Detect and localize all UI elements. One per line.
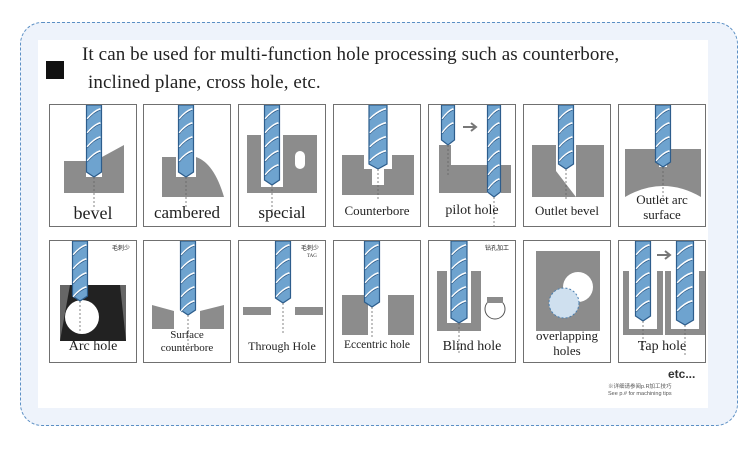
overlap-illustration-icon: [536, 251, 600, 331]
card-caption: Tap hole: [637, 339, 687, 354]
application-card-archole: 毛刺少 Arc hole: [49, 240, 137, 363]
card-tag: 钻孔加工: [484, 246, 509, 252]
card-caption: Arc hole: [68, 339, 118, 354]
application-card-outletbevel: Outlet bevel: [523, 104, 611, 227]
application-card-outletarc: Outlet arc surface: [618, 104, 706, 227]
pilot-illustration-icon: [439, 105, 511, 226]
application-card-surfacecb: Surface counterbore: [143, 240, 231, 363]
card-caption: Through Hole: [248, 339, 316, 353]
special-illustration-icon: [247, 105, 317, 215]
footnote: ※详细请参阅p.R加工技巧 See p.# for machining tips: [608, 384, 672, 398]
application-card-through: TAG 毛刺少 Through Hole: [238, 240, 326, 363]
application-card-overlap: overlapping holes: [523, 240, 611, 363]
card-caption: special: [258, 203, 306, 222]
application-card-bevel: bevel: [49, 104, 137, 227]
eccentric-illustration-icon: [342, 241, 414, 337]
card-caption: Blind hole: [442, 339, 502, 354]
card-caption: Surface counterbore: [160, 329, 214, 354]
application-card-cambered: cambered: [143, 104, 231, 227]
application-card-special: special: [238, 104, 326, 227]
bevel-illustration-icon: [64, 105, 124, 207]
card-caption: Counterbore: [344, 203, 410, 218]
card-caption: Outlet arc surface: [636, 192, 688, 222]
header-line-1: It can be used for multi-function hole p…: [82, 44, 620, 65]
card-tag: 毛刺少: [300, 246, 319, 252]
outletarc-illustration-icon: [625, 105, 701, 197]
application-card-tap: Tap hole: [618, 240, 706, 363]
archole-illustration-icon: [60, 241, 126, 341]
application-card-eccentric: Eccentric hole: [333, 240, 421, 363]
tap-illustration-icon: [623, 241, 705, 355]
through-illustration-icon: TAG: [243, 241, 323, 333]
application-card-counterbore: Counterbore: [333, 104, 421, 227]
card-caption: pilot hole: [445, 203, 499, 218]
cambered-illustration-icon: [162, 105, 224, 207]
card-caption: overlapping holes: [535, 328, 599, 358]
etc-label: etc...: [668, 367, 696, 381]
surfacecb-illustration-icon: [152, 241, 224, 345]
card-caption: Eccentric hole: [343, 339, 411, 351]
header-line-2: inclined plane, cross hole, etc.: [88, 72, 321, 93]
application-card-pilot: pilot hole: [428, 104, 516, 227]
svg-text:TAG: TAG: [307, 254, 317, 259]
outletbevel-illustration-icon: [532, 105, 604, 199]
application-card-blind: 钻孔加工 Blind hole: [428, 240, 516, 363]
card-caption: Outlet bevel: [535, 203, 599, 218]
card-caption: bevel: [73, 203, 113, 223]
card-tag: 毛刺少: [111, 246, 130, 252]
card-caption: cambered: [153, 203, 221, 222]
footnote-cn: ※详细请参阅p.R加工技巧: [608, 384, 672, 390]
footnote-en: See p.# for machining tips: [608, 391, 672, 397]
counterbore-illustration-icon: [342, 105, 414, 199]
bullet-square-icon: [46, 61, 64, 79]
blind-illustration-icon: [437, 241, 506, 353]
